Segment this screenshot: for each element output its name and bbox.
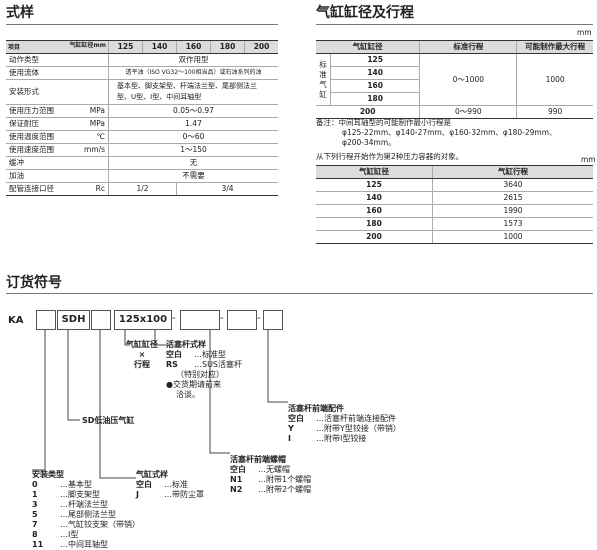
spec-row-label: 使用压力范围 [9,106,54,115]
spec-rule [6,24,278,25]
spec-row: 加油 不需要 [6,169,278,183]
spec-row-value: 0.05～0.97 [108,104,278,118]
spec-row-label: 动作类型 [9,55,39,64]
rod-end-block: 活塞杆前端配件 空白…活塞杆前端连接配件 Y…附带Y型铰接（带销） I…附带I型… [288,404,401,443]
order-title: 订货符号 [6,275,62,291]
stroke-table: 气缸缸径 标准行程 可能制作最大行程 标准气缸 125 0～1000 1000 … [316,40,593,119]
dash: - [257,313,261,324]
spec-row-label: 使用速度范围 [9,145,54,154]
stroke-bore: 140 [329,66,420,80]
stroke-header: 气缸缸径 [316,40,420,54]
stroke-note-line: φ125-22mm、φ140-27mm、φ160-32mm、φ180-29mm、 [342,128,557,137]
stroke-header: 可能制作最大行程 [516,40,593,54]
spec-port-value: 3/4 [176,182,278,196]
table2-header: 气缸行程 [432,165,593,179]
spec-row-unit: ℃ [96,132,105,141]
order-box-cyl [91,310,111,330]
nut-block: 活塞杆前端螺帽 空白…无螺帽 N1…附带1个螺帽 N2…附带2个螺帽 [230,455,312,494]
spec-row-value: 无 [108,156,278,170]
spec-table: 项目 气缸缸径mm 125 140 160 180 200 动作类型 双作用型 … [6,40,278,196]
order-prefix: KA [8,315,24,326]
spec-row: 使用压力范围 MPa 0.05～0.97 [6,104,278,118]
spec-row-value: 不需要 [108,169,278,183]
spec-row-label: 保证耐压 [9,119,39,128]
spec-port-unit: Rc [95,184,105,193]
spec-port-row: 配管连接口径 Rc 1/2 3/4 [6,182,278,196]
table2-caption: 从下列行程开始作为第2种压力容器的对象。 [316,152,464,161]
spec-row-unit: MPa [89,106,105,115]
order-box-mount [36,310,56,330]
spec-row-value: 双作用型 [108,53,278,67]
spec-row-label: 安装形式 [9,87,39,96]
spec-row-label: 使用流体 [9,68,39,77]
spec-row-value: 0～60 [108,130,278,144]
order-rule [6,293,593,294]
spec-col: 125 [107,40,143,54]
spec-row-value: 1.47 [108,117,278,131]
stroke-std: 0～1000 [419,53,517,106]
spec-port-label: 配管连接口径 [9,184,54,193]
cyl-style-block: 气缸式样 空白…标准 J…带防尘罩 [136,470,204,499]
spec-col: 140 [142,40,177,54]
order-box-size: 125x100 [114,310,172,330]
stroke-std: 0～990 [419,105,517,119]
spec-col: 160 [176,40,211,54]
spec-row-label: 使用温度范围 [9,132,54,141]
stroke-note-line: φ200-34mm。 [342,138,396,147]
stroke-rule [316,24,593,25]
table2-header: 气缸缸径 [316,165,433,179]
spec-row-value: 基本型、脚支架型、杆端法兰型、尾部侧法兰型、U型、I型、中间耳轴型 [108,79,278,105]
stroke-bore: 200 [316,105,420,119]
sd-label: SD低油压气缸 [82,416,135,425]
spec-col: 200 [244,40,278,54]
spec-row: 保证耐压 MPa 1.47 [6,117,278,131]
rod-style-block: 活塞杆式样 空白…标准型 RS…SUS活塞杆 （特别对应） ●交货期请前来 洽谈… [166,340,243,399]
spec-port-value: 1/2 [107,182,177,196]
spec-row-unit: MPa [89,119,105,128]
stroke-title: 气缸缸径及行程 [316,5,414,21]
spec-row-label: 加油 [9,171,24,180]
stroke-note-line: 备注：中间耳轴型的可能制作最小行程是 [316,118,451,127]
spec-col: 180 [210,40,245,54]
stroke-unit: mm [577,28,592,37]
spec-row: 安装形式 基本型、脚支架型、杆端法兰型、尾部侧法兰型、U型、I型、中间耳轴型 [6,79,278,105]
order-box-nut [227,310,257,330]
spec-title: 式样 [6,5,34,21]
bore-stroke-label: 气缸缸径 × 行程 [126,340,158,369]
spec-row-value: 透平油（ISO VG32～100相当品）或石油系列的油 [108,66,278,80]
dash: - [220,313,224,324]
dash: - [172,313,176,324]
spec-row-unit: mm/s [83,145,105,154]
order-box-rod [180,310,220,330]
spec-row-label: 缓冲 [9,158,24,167]
stroke-side-label: 标准气缸 [316,53,331,106]
stroke-max: 1000 [516,53,593,106]
spec-row: 使用流体 透平油（ISO VG32～100相当品）或石油系列的油 [6,66,278,80]
order-box-series: SDH [57,310,90,330]
spec-row: 缓冲 无 [6,156,278,170]
stroke-note: 备注：中间耳轴型的可能制作最小行程是 φ125-22mm、φ140-27mm、φ… [316,118,593,148]
spec-row-value: 1～150 [108,143,278,157]
spec-header-item: 项目 气缸缸径mm [6,40,109,54]
order-box-rodend [263,310,283,330]
stroke-max: 990 [516,105,593,119]
table2-unit: mm [581,155,596,164]
stroke-bore: 160 [329,79,420,93]
spec-row: 使用温度范围 ℃ 0～60 [6,130,278,144]
spec-row: 动作类型 双作用型 [6,53,278,67]
stroke-bore: 125 [329,53,420,67]
stroke-bore: 180 [329,92,420,106]
stroke-header: 标准行程 [419,40,517,54]
mount-block: 安装类型 0…基本型 1…脚支架型 3…杆端法兰型 5…尾部侧法兰型 7…气缸铰… [32,470,140,549]
spec-row: 使用速度范围 mm/s 1～150 [6,143,278,157]
